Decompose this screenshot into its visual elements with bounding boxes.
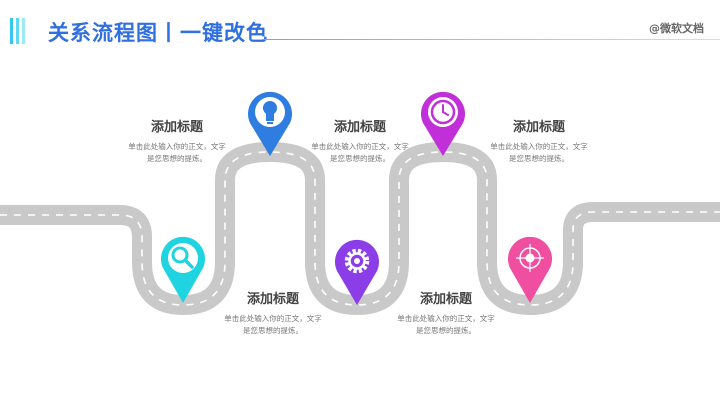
item-description-line: 是您思想的提炼。 [243,326,303,335]
item-description-line: 单击此处输入你的正文，文字 [128,142,226,151]
item-description-line: 是您思想的提炼。 [509,154,569,163]
item-description-line: 是您思想的提炼。 [330,154,390,163]
item-title: 添加标题 [150,120,203,135]
target-icon [516,244,544,272]
header-decoration-bars [10,18,25,44]
search-icon [171,246,194,269]
item-title: 添加标题 [333,120,386,135]
brand-watermark: @微软文档 [649,22,704,35]
item-description-line: 是您思想的提炼。 [416,326,476,335]
text-block-2: 添加标题 单击此处输入你的正文，文字 是您思想的提炼。 [208,288,338,337]
pin-search [161,236,205,303]
text-block-4: 添加标题 单击此处输入你的正文，文字 是您思想的提炼。 [381,288,511,337]
item-description-line: 单击此处输入你的正文，文字 [490,142,588,151]
pin-clock [421,91,466,156]
text-block-1: 添加标题 单击此处输入你的正文，文字 是您思想的提炼。 [112,116,242,165]
header-bar [10,18,13,44]
header-bar [16,18,19,44]
item-description-line: 单击此处输入你的正文，文字 [397,314,495,323]
pin-gear [335,239,379,305]
gear-icon [344,248,370,274]
lightbulb-icon [263,101,277,124]
item-title: 添加标题 [419,292,472,307]
item-title: 添加标题 [246,292,299,307]
page-title: 关系流程图丨一键改色 [48,21,268,45]
item-description-line: 单击此处输入你的正文，文字 [224,314,322,323]
header-bar [22,18,25,44]
title-underline [262,39,720,40]
text-block-5: 添加标题 单击此处输入你的正文，文字 是您思想的提炼。 [474,116,604,165]
clock-icon [430,99,456,125]
item-title: 添加标题 [512,120,565,135]
item-description-line: 单击此处输入你的正文，文字 [311,142,409,151]
item-description-line: 是您思想的提炼。 [147,154,207,163]
pin-lightbulb [247,91,293,156]
pin-target [508,236,552,303]
text-block-3: 添加标题 单击此处输入你的正文，文字 是您思想的提炼。 [295,116,425,165]
